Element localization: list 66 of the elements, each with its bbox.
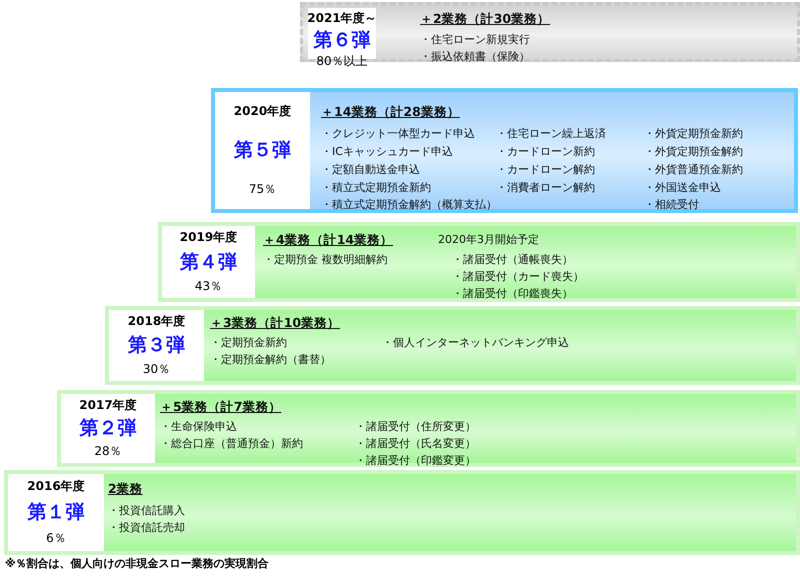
- service-item: ・外国送金申込: [644, 180, 721, 195]
- percentage: 80％以上: [316, 53, 368, 70]
- service-item: ・投資信託売却: [108, 520, 185, 535]
- service-item: ・総合口座（普通預金）新約: [160, 436, 303, 451]
- service-item: ・定期預金新約: [210, 335, 287, 350]
- fiscal-year: 2018年度: [128, 313, 186, 330]
- service-item: ・ICキャッシュカード申込: [321, 144, 453, 159]
- phase-number: 第１弾: [28, 500, 84, 526]
- percentage: 43％: [194, 278, 222, 295]
- phase-number: 第４弾: [180, 250, 237, 275]
- percentage: 6％: [46, 530, 66, 547]
- phase-label-box: [162, 226, 255, 298]
- service-item: ・諸届受付（氏名変更）: [355, 436, 476, 451]
- service-item: ・外貨定期預金解約: [644, 144, 743, 159]
- service-item: ・諸届受付（印鑑喪失）: [452, 286, 573, 301]
- service-item: ・相続受付: [644, 197, 699, 212]
- service-item: ・クレジット一体型カード申込: [321, 126, 475, 141]
- service-item: ・諸届受付（印鑑変更）: [355, 453, 476, 468]
- service-item: ・積立式定期預金新約: [321, 180, 431, 195]
- service-item: ・投資信託購入: [108, 503, 185, 518]
- service-item: ・外貨普通預金新約: [644, 162, 743, 177]
- phase-label-box: [8, 474, 104, 551]
- service-item: ・カードローン解約: [496, 162, 595, 177]
- phase-number: 第２弾: [80, 416, 136, 442]
- phase-band: [158, 222, 800, 302]
- phase-label-box: [215, 92, 310, 209]
- service-item: ・諸届受付（通帳喪失）: [452, 252, 573, 267]
- service-item: ・諸届受付（住所変更）: [355, 419, 476, 434]
- phase-label-box: [109, 310, 204, 381]
- phase-heading: ＋3業務（計10業務）: [210, 315, 340, 330]
- fiscal-year: 2016年度: [27, 478, 85, 496]
- service-item: ・諸届受付（カード喪失）: [452, 269, 584, 284]
- service-item: ・積立式定期預金解約（概算支払）: [321, 197, 497, 212]
- service-item: ・生命保険申込: [160, 419, 237, 434]
- service-item: ・住宅ローン新規実行: [420, 32, 530, 47]
- service-item: 2020年3月開始予定: [438, 232, 539, 247]
- phase-number: 第５弾: [234, 138, 291, 164]
- percentage: 28％: [94, 443, 122, 460]
- phase-number: 第６弾: [314, 28, 370, 53]
- phase-number: 第３弾: [128, 333, 185, 358]
- phase-band: [57, 390, 800, 467]
- phase-heading: ＋4業務（計14業務）: [263, 232, 394, 247]
- fiscal-year: 2021年度～: [307, 10, 377, 27]
- service-item: ・カードローン新約: [496, 144, 595, 159]
- phase-label-box: [61, 394, 155, 463]
- service-item: ・振込依頼書（保険）: [420, 49, 530, 64]
- service-item: ・定額自動送金申込: [321, 162, 420, 177]
- percentage: 30％: [142, 360, 170, 378]
- phase-heading: 2業務: [108, 481, 143, 496]
- phase-band: [105, 306, 800, 385]
- footnote: ※％割合は、個人向けの非現金スロー業務の実現割合: [5, 556, 269, 571]
- service-item: ・個人インターネットバンキング申込: [382, 335, 569, 350]
- service-item: ・定期預金解約（書替）: [210, 352, 331, 367]
- phase-heading: ＋2業務（計30業務）: [420, 11, 550, 26]
- fiscal-year: 2019年度: [180, 229, 238, 246]
- phase-band: [4, 470, 800, 555]
- service-item: ・定期預金 複数明細解約: [263, 252, 388, 267]
- service-item: ・住宅ローン繰上返済: [496, 126, 606, 141]
- percentage: 75％: [248, 181, 276, 198]
- service-item: ・外貨定期預金新約: [644, 126, 743, 141]
- fiscal-year: 2020年度: [234, 102, 292, 120]
- phase-heading: ＋5業務（計7業務）: [160, 399, 282, 414]
- service-item: ・消費者ローン解約: [496, 180, 595, 195]
- phase-heading: ＋14業務（計28業務）: [321, 104, 460, 119]
- fiscal-year: 2017年度: [79, 396, 137, 414]
- phase-band: [211, 88, 798, 213]
